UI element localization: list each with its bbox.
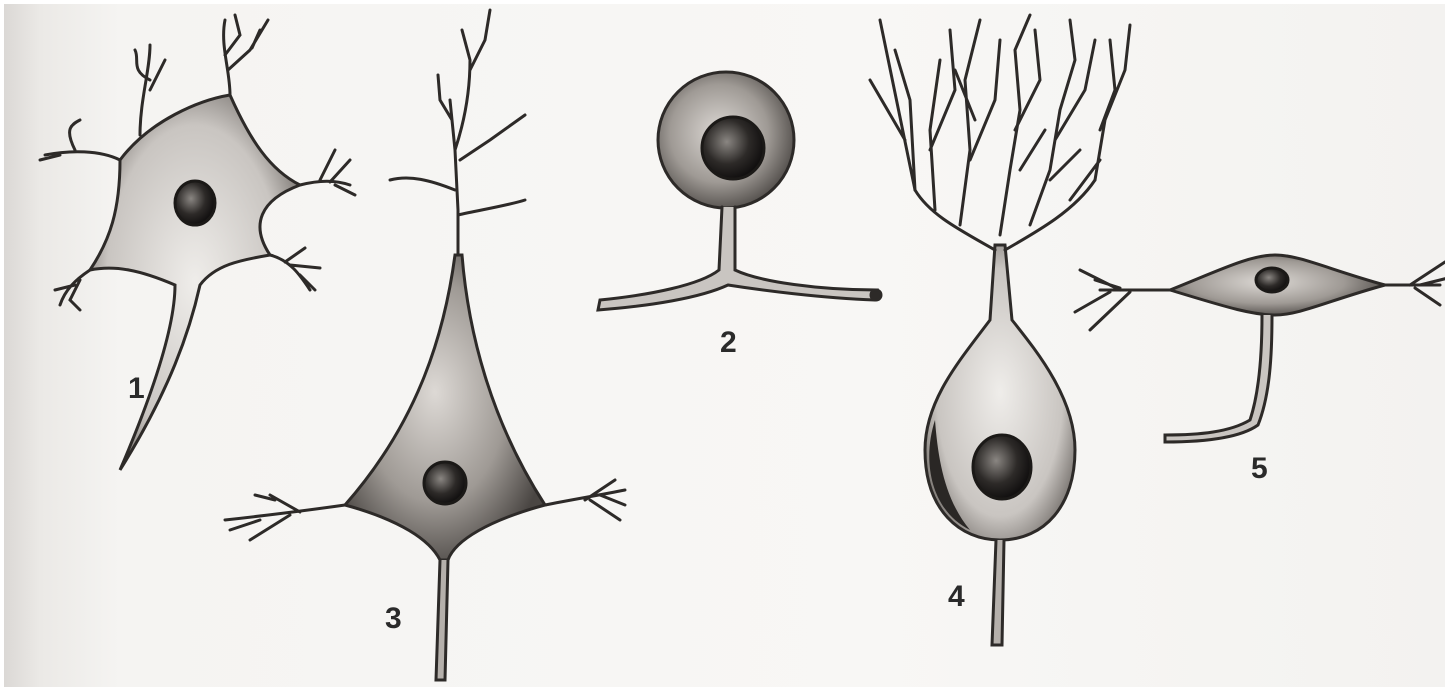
neuron-3-nucleus	[424, 462, 466, 504]
neuron-3-pyramidal	[225, 10, 625, 680]
neuron-3-label: 3	[385, 602, 402, 636]
neuron-2-label: 2	[720, 326, 737, 360]
neuron-1-multipolar	[40, 15, 355, 470]
neuron-5-bipolar	[1075, 255, 1448, 442]
neuron-4-nucleus	[973, 435, 1031, 499]
neuron-2-pseudounipolar	[598, 72, 881, 310]
neuron-2-nucleus	[702, 117, 764, 179]
neuron-5-nucleus	[1256, 268, 1288, 292]
neuron-5-label: 5	[1251, 452, 1268, 486]
neuron-1-nucleus	[175, 181, 215, 225]
neuron-4-label: 4	[948, 580, 965, 614]
neuron-1-label: 1	[128, 372, 145, 406]
